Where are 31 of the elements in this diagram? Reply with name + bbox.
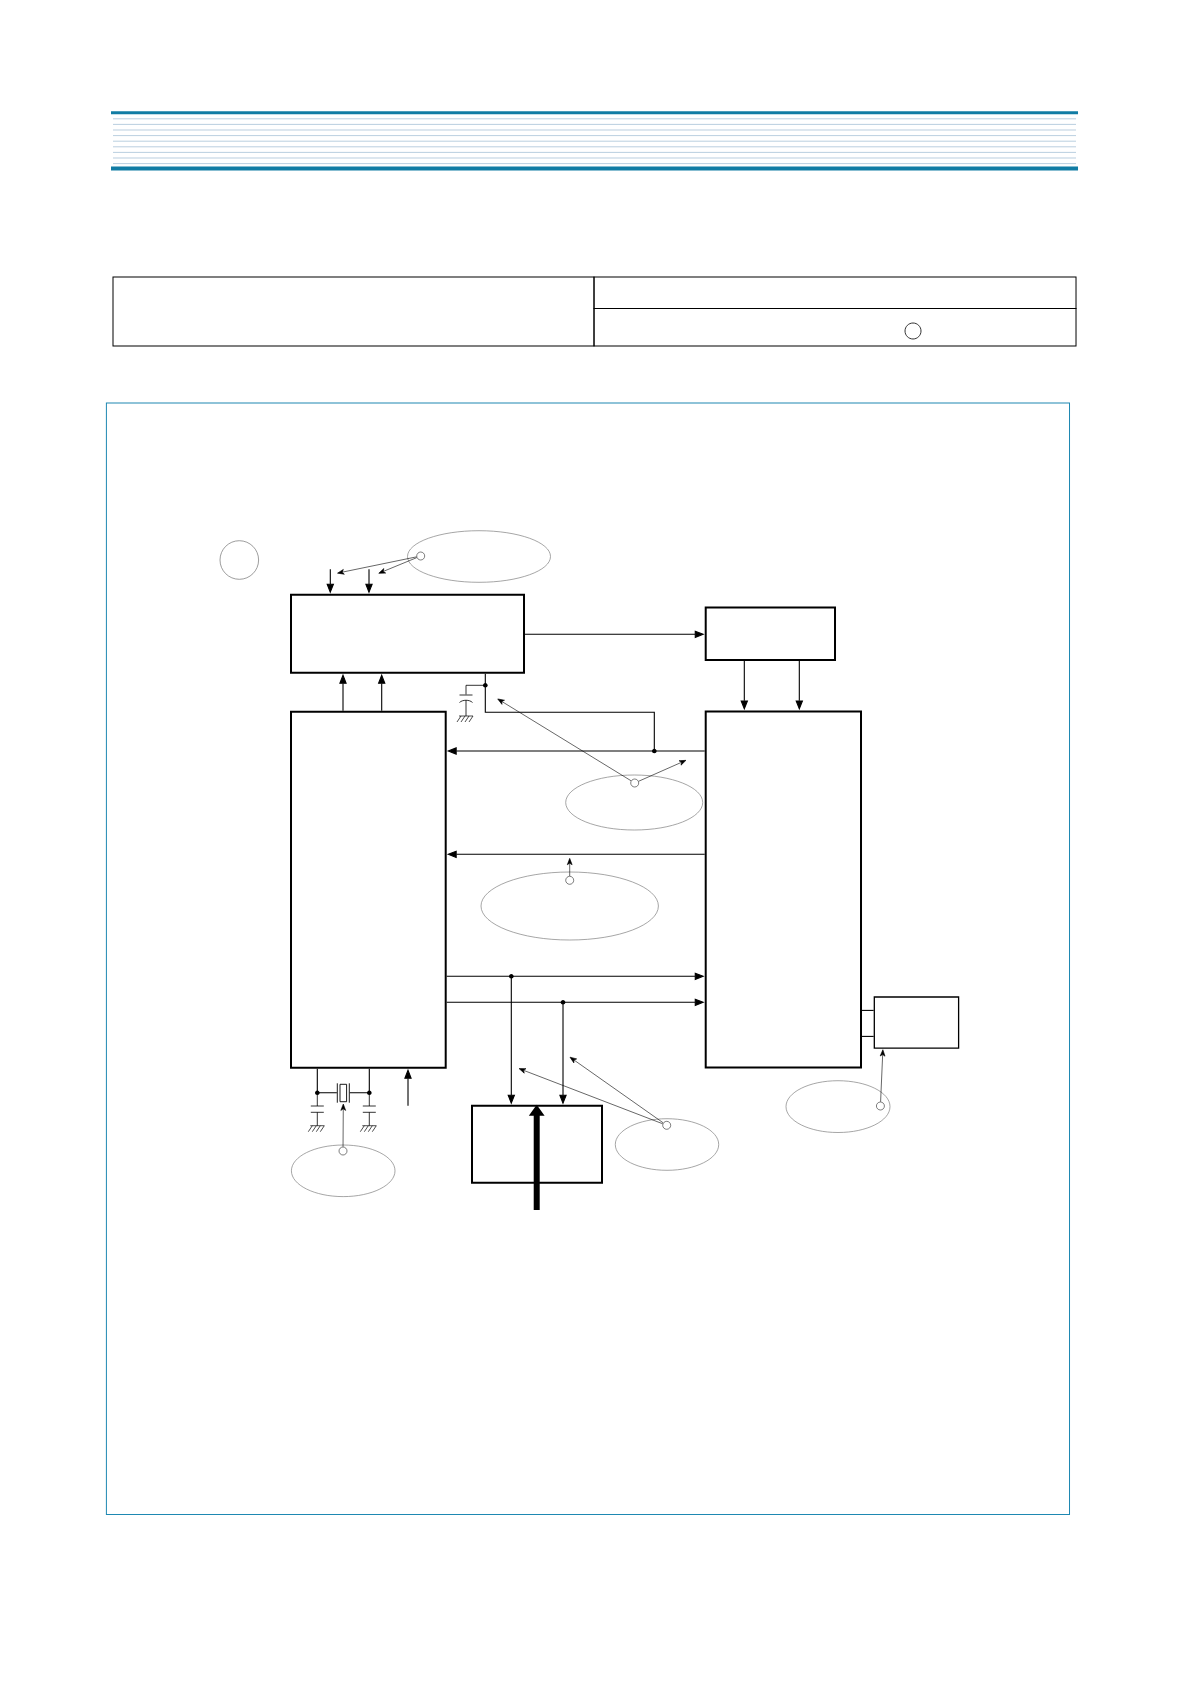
leader-arrow	[340, 1103, 346, 1147]
callout-ellipse	[785, 1080, 891, 1133]
callout-ellipse	[407, 530, 551, 583]
connection-line	[861, 1009, 875, 1011]
connection-line	[861, 1035, 875, 1037]
block-box	[704, 710, 862, 1069]
connection-line	[653, 750, 706, 752]
leader-arrow	[567, 858, 573, 877]
block-box	[290, 710, 447, 1069]
callout-ellipse	[565, 774, 704, 831]
connection-line	[349, 1068, 370, 1094]
callout-ellipse	[480, 871, 659, 941]
block-box	[290, 593, 525, 674]
leader-arrow	[518, 1068, 663, 1125]
connection-line	[484, 673, 655, 752]
block-box	[471, 1104, 603, 1184]
connection-line	[446, 975, 512, 977]
block-box	[873, 996, 960, 1049]
callout-ellipse	[291, 1144, 396, 1197]
block-box	[704, 606, 836, 661]
callout-ellipse	[614, 1118, 720, 1171]
leader-arrow	[378, 557, 418, 574]
leader-arrow	[879, 1049, 886, 1102]
crystal-symbol	[336, 1082, 350, 1104]
leader-arrow	[569, 1056, 664, 1124]
connection-line	[316, 1068, 338, 1094]
connection-line	[446, 1001, 564, 1003]
leader-arrow	[497, 698, 632, 782]
circle-marker	[219, 540, 259, 580]
leader-arrow	[337, 556, 417, 575]
leader-arrow	[638, 760, 687, 782]
